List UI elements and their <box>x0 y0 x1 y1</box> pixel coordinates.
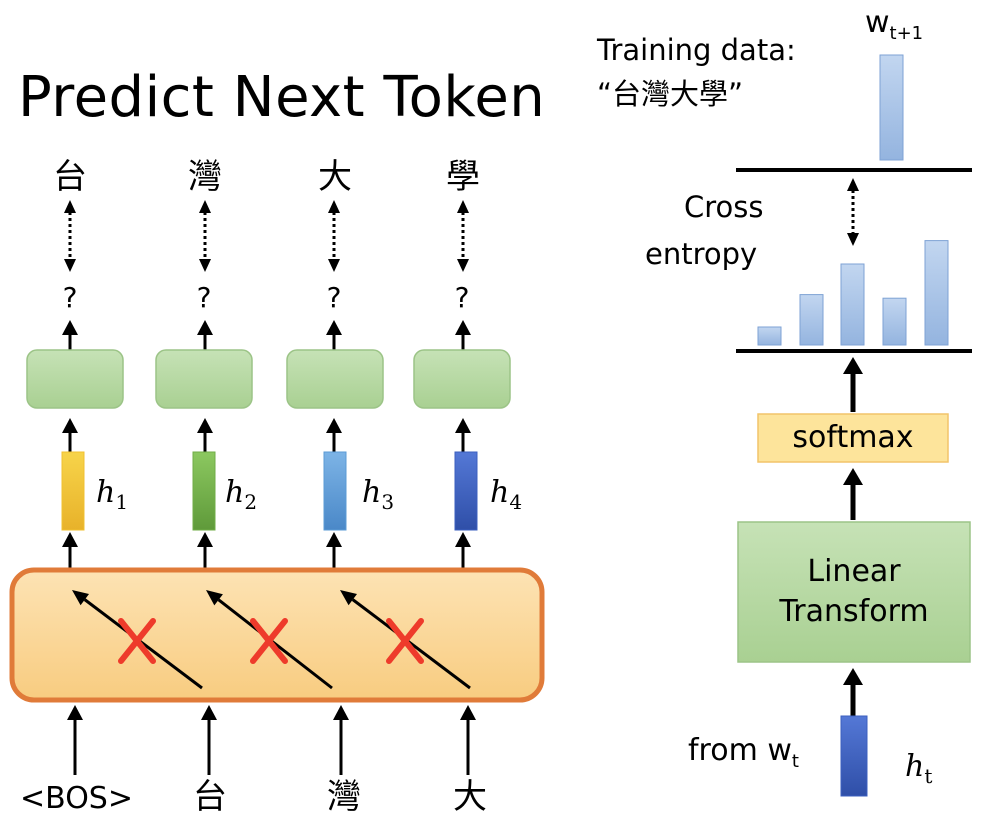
cross-entropy-link-head-up <box>847 178 859 191</box>
hidden-vector-2 <box>192 451 216 531</box>
input-token-bos: <BOS> <box>20 781 133 816</box>
unknown-mark-2: ? <box>196 281 212 314</box>
hidden-to-box-arrow-4-head <box>455 418 471 433</box>
output-link-3-head-down <box>328 259 340 272</box>
output-head-box-3 <box>286 349 384 409</box>
cross-entropy-label-1: Cross <box>684 190 764 224</box>
predicted-prob-bar-1 <box>757 326 782 346</box>
linear-to-softmax-arrow-head <box>843 468 863 485</box>
future-attention-arrow-head-1 <box>72 590 89 606</box>
predicted-prob-bar-3 <box>840 263 865 346</box>
decoder-to-hidden-arrow-3-head <box>326 532 342 547</box>
future-attention-arrow-head-3 <box>340 590 357 606</box>
ht-to-linear-arrow-head <box>843 668 863 685</box>
input-arrow-1-head <box>67 705 83 720</box>
box-to-output-arrow-4-head <box>455 320 471 335</box>
output-token-3: 大 <box>318 157 352 197</box>
mask-cross-2-b <box>250 618 288 664</box>
input-token-2: 台 <box>193 777 227 817</box>
hidden-to-box-arrow-1-head <box>62 418 78 433</box>
hidden-label-1: h1 <box>96 475 129 514</box>
output-link-1-head-up <box>64 200 76 213</box>
hidden-vector-4 <box>454 451 478 531</box>
input-arrow-3-head <box>333 705 349 720</box>
future-attention-arrow-2 <box>217 598 333 690</box>
hidden-label-4: h4 <box>490 475 523 514</box>
input-arrow-4-head <box>460 705 476 720</box>
hidden-label-3: h3 <box>362 475 395 514</box>
output-link-4-head-down <box>457 259 469 272</box>
hidden-vector-3 <box>323 451 347 531</box>
unknown-mark-1: ? <box>62 281 78 314</box>
future-attention-arrow-head-2 <box>206 590 223 606</box>
hidden-to-box-arrow-3-head <box>326 418 342 433</box>
unknown-mark-3: ? <box>326 281 342 314</box>
predicted-prob-bar-2 <box>799 294 824 346</box>
linear-transform-box <box>737 521 971 663</box>
target-token-label: wt+1 <box>865 5 924 44</box>
output-head-box-1 <box>26 349 124 409</box>
mask-cross-1-b <box>118 618 156 664</box>
decoder-to-hidden-arrow-1-head <box>62 532 78 547</box>
training-data-label: Training data: <box>597 33 796 67</box>
cross-entropy-link-head-down <box>847 233 859 246</box>
softmax-label: softmax <box>792 419 914 455</box>
hidden-vector-1 <box>61 451 85 531</box>
training-data-text: “台灣大學” <box>597 77 744 111</box>
output-link-2-head-up <box>199 200 211 213</box>
predicted-prob-bar-4 <box>882 297 907 346</box>
decoder-to-hidden-arrow-2-head <box>197 532 213 547</box>
input-token-3: 灣 <box>327 777 361 817</box>
box-to-output-arrow-1-head <box>62 320 78 335</box>
output-token-2: 灣 <box>188 157 222 197</box>
linear-transform-label: Linear Transform <box>779 553 929 630</box>
output-link-3-head-up <box>328 200 340 213</box>
future-attention-arrow-3 <box>351 598 471 690</box>
output-head-box-4 <box>413 349 511 409</box>
softmax-to-dist-arrow-head <box>843 357 863 374</box>
decoder-to-hidden-arrow-4-head <box>455 532 471 547</box>
hidden-label-2: h2 <box>225 475 258 514</box>
input-token-4: 大 <box>453 777 487 817</box>
mask-cross-3-b <box>386 618 424 664</box>
page-title: Predict Next Token <box>18 65 546 130</box>
input-arrow-2-head <box>201 705 217 720</box>
output-link-4-head-up <box>457 200 469 213</box>
unknown-mark-4: ? <box>454 281 470 314</box>
softmax-box <box>757 413 949 463</box>
target-onehot-bar <box>879 54 904 161</box>
future-attention-arrow-1 <box>83 598 203 690</box>
output-token-1: 台 <box>53 157 87 197</box>
ht-label: ht <box>905 749 933 788</box>
output-token-4: 學 <box>446 157 480 197</box>
output-head-box-2 <box>155 349 253 409</box>
box-to-output-arrow-2-head <box>197 320 213 335</box>
hidden-to-box-arrow-2-head <box>197 418 213 433</box>
ht-vector <box>840 715 868 797</box>
output-link-1-head-down <box>64 259 76 272</box>
cross-entropy-label-2: entropy <box>645 237 758 271</box>
input-from-label: from wt <box>688 733 799 772</box>
output-link-2-head-down <box>199 259 211 272</box>
predicted-prob-bar-5 <box>924 240 949 346</box>
box-to-output-arrow-3-head <box>326 320 342 335</box>
